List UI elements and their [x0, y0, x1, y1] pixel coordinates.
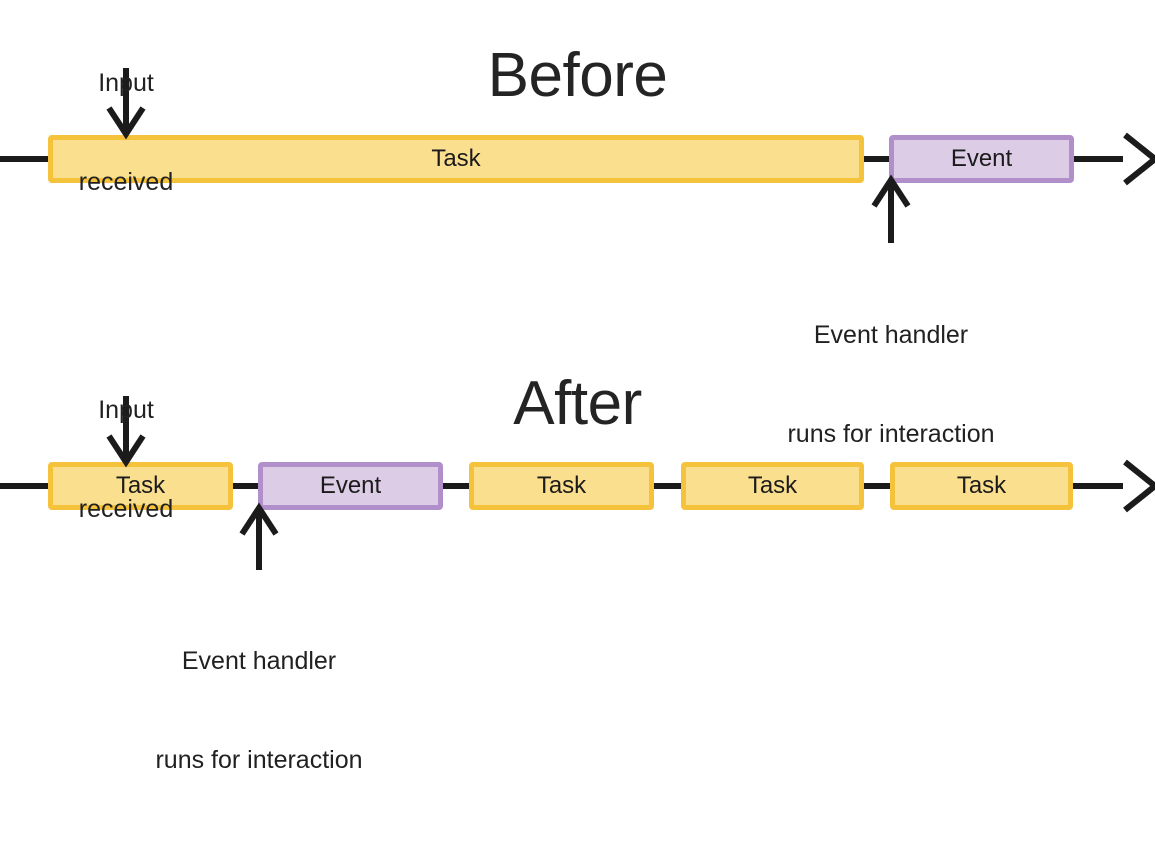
- diagram-canvas: Before After Input received Event handle…: [0, 0, 1155, 775]
- block-label-task-1: Task: [431, 145, 481, 172]
- annotation-arrow-input-received-bottom: [106, 396, 146, 468]
- block-task-c[interactable]: [681, 462, 864, 510]
- annotation-line: Event handler: [181, 646, 337, 675]
- block-label-task-b: Task: [536, 472, 587, 499]
- block-label-task-d: Task: [956, 472, 1007, 499]
- annotation-input-received-after: Input received: [0, 327, 252, 593]
- block-task-1[interactable]: [48, 135, 864, 183]
- annotation-input-received-before: Input received: [0, 0, 252, 266]
- annotation-line: received: [78, 168, 174, 197]
- block-task-a[interactable]: [48, 462, 233, 510]
- block-task-d[interactable]: [890, 462, 1073, 510]
- annotation-arrow-event-handler-bottom: [239, 502, 279, 570]
- annotation-line: Input: [98, 68, 154, 97]
- block-event-a[interactable]: [258, 462, 443, 510]
- block-event-1[interactable]: [889, 135, 1074, 183]
- annotation-line: Event handler: [813, 320, 969, 349]
- diagram-svg-layer: [0, 68, 1155, 570]
- annotation-arrowhead-input-received-top: [106, 106, 146, 140]
- annotation-arrowhead-event-handler-top: [871, 174, 911, 208]
- annotation-arrowhead-input-received-bottom: [106, 434, 146, 468]
- annotation-line: runs for interaction: [787, 420, 995, 449]
- annotation-arrowhead-event-handler-bottom: [239, 502, 279, 536]
- annotation-event-handler-before: Event handler runs for interaction: [641, 252, 1141, 518]
- timeline-before: [0, 132, 1155, 186]
- section-title-after: After: [513, 369, 642, 438]
- annotation-line: runs for interaction: [155, 746, 363, 775]
- annotation-arrow-event-handler-top: [871, 174, 911, 243]
- block-label-event-1: Event: [950, 145, 1013, 172]
- timeline-arrowhead-after: [1123, 459, 1155, 513]
- block-label-task-a: Task: [115, 472, 166, 499]
- section-title-before: Before: [487, 41, 668, 110]
- block-label-task-c: Task: [747, 472, 798, 499]
- block-label-event-a: Event: [319, 472, 382, 499]
- annotation-event-handler-after: Event handler runs for interaction: [9, 578, 509, 844]
- annotation-arrow-input-received-top: [106, 68, 146, 140]
- timeline-arrowhead-before: [1123, 132, 1155, 186]
- timeline-after: [0, 459, 1155, 513]
- annotation-line: received: [78, 495, 174, 524]
- annotation-line: Input: [98, 395, 154, 424]
- block-task-b[interactable]: [469, 462, 654, 510]
